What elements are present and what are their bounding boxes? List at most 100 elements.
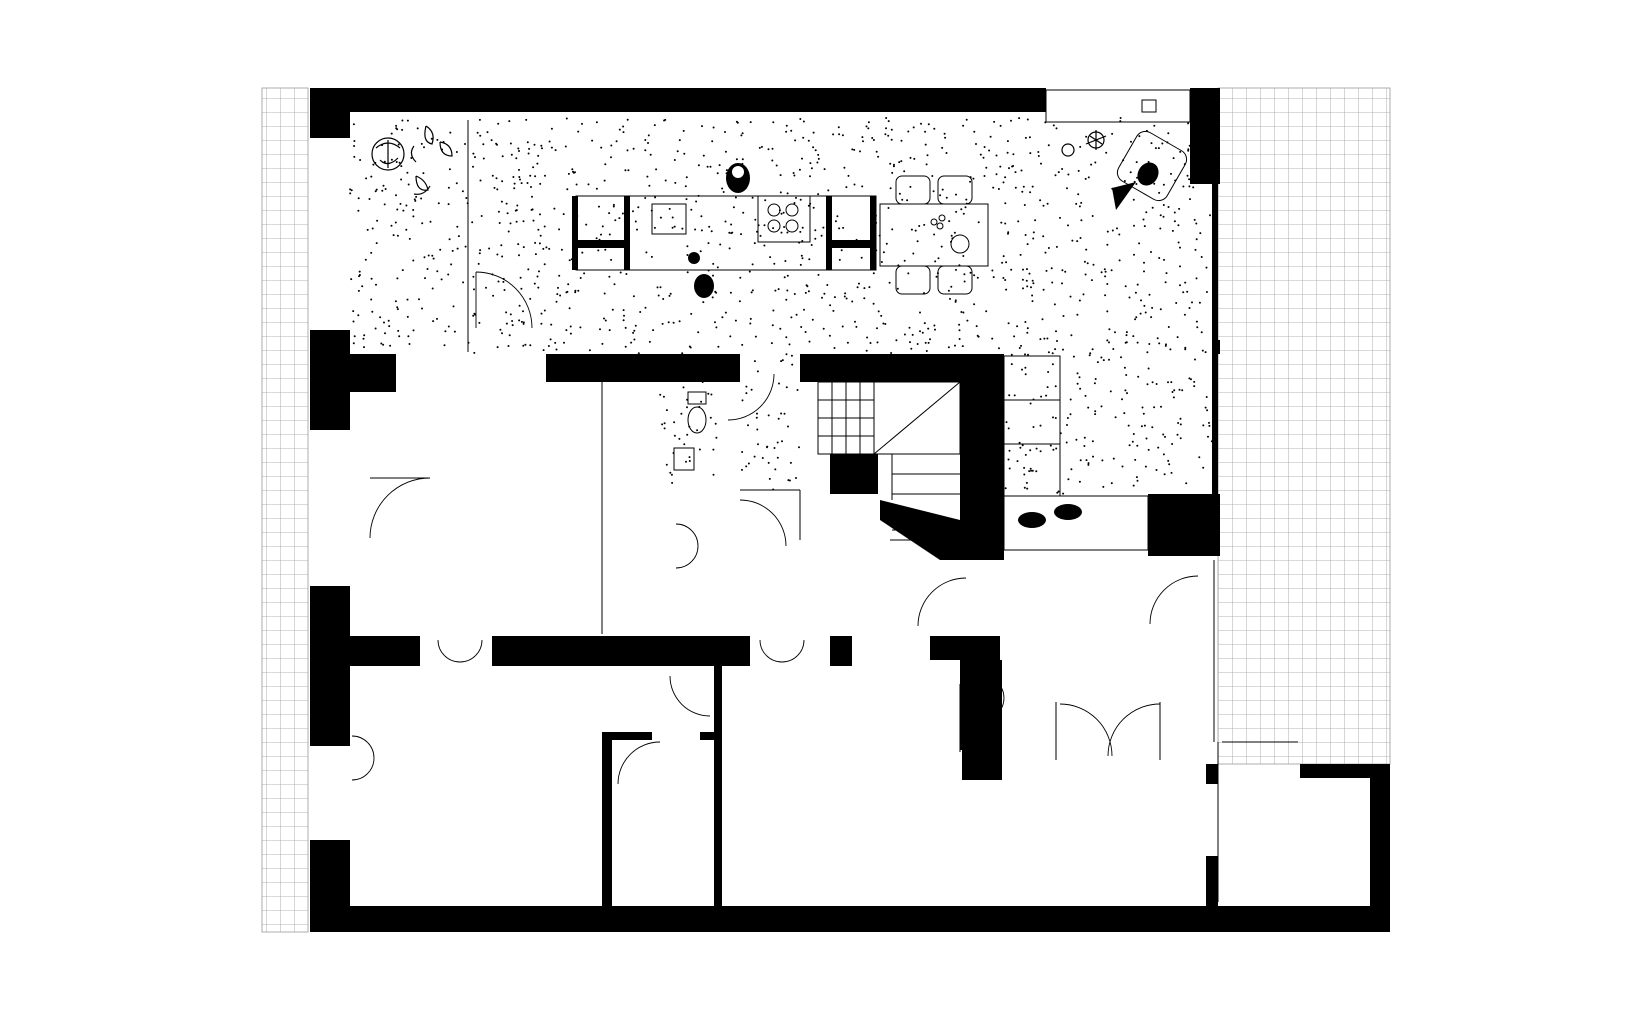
stipple-dot bbox=[1061, 269, 1064, 272]
stipple-dot bbox=[500, 244, 503, 247]
stipple-dot bbox=[890, 138, 893, 141]
stipple-dot bbox=[960, 311, 963, 313]
stipple-dot bbox=[517, 147, 520, 150]
stipple-dot bbox=[496, 346, 499, 349]
stipple-dot bbox=[1026, 285, 1029, 288]
stipple-dot bbox=[1040, 162, 1042, 165]
stipple-dot bbox=[673, 434, 676, 437]
stipple-dot bbox=[526, 141, 529, 144]
stipple-dot bbox=[559, 294, 562, 297]
stipple-dot bbox=[889, 187, 892, 190]
stipple-dot bbox=[627, 169, 630, 172]
stipple-dot bbox=[431, 254, 434, 257]
stipple-dot bbox=[907, 272, 910, 275]
stipple-dot bbox=[1026, 327, 1029, 330]
stipple-dot bbox=[1045, 269, 1048, 272]
stipple-dot bbox=[1007, 322, 1010, 325]
stipple-dot bbox=[1061, 282, 1063, 285]
stipple-dot bbox=[769, 256, 772, 259]
stipple-dot bbox=[1135, 161, 1138, 164]
stipple-dot bbox=[648, 340, 651, 343]
stipple-dot bbox=[1008, 467, 1011, 470]
stipple-dot bbox=[357, 197, 360, 200]
stipple-dot bbox=[395, 161, 398, 163]
stipple-dot bbox=[686, 245, 689, 248]
stipple-dot bbox=[558, 228, 561, 231]
stipple-dot bbox=[1084, 394, 1087, 397]
stipple-dot bbox=[1078, 376, 1081, 379]
stipple-dot bbox=[865, 349, 868, 352]
stipple-dot bbox=[1136, 283, 1139, 286]
stipple-dot bbox=[448, 238, 451, 241]
stipple-dot bbox=[657, 294, 660, 297]
stipple-dot bbox=[608, 233, 611, 236]
stipple-dot bbox=[690, 312, 693, 315]
stipple-dot bbox=[976, 334, 979, 337]
stipple-dot bbox=[965, 198, 968, 201]
stipple-dot bbox=[405, 204, 408, 207]
stipple-dot bbox=[647, 134, 650, 137]
stipple-dot bbox=[610, 156, 612, 159]
stipple-dot bbox=[985, 166, 988, 169]
stipple-dot bbox=[1208, 421, 1210, 424]
stipple-dot bbox=[1198, 301, 1201, 304]
stipple-dot bbox=[741, 451, 744, 453]
stipple-dot bbox=[1041, 318, 1044, 321]
stipple-dot bbox=[1067, 224, 1069, 227]
stipple-dot bbox=[724, 220, 727, 223]
stipple-dot bbox=[1190, 378, 1192, 381]
stipple-dot bbox=[1124, 285, 1127, 288]
stipple-dot bbox=[595, 121, 598, 124]
stipple-dot bbox=[700, 215, 703, 218]
stipple-dot bbox=[522, 321, 525, 324]
stipple-dot bbox=[933, 324, 936, 327]
stipple-dot bbox=[526, 182, 529, 184]
stipple-dot bbox=[383, 203, 386, 206]
stipple-dot bbox=[639, 311, 642, 313]
stipple-dot bbox=[774, 289, 777, 292]
stipple-dot bbox=[1019, 446, 1022, 449]
stipple-dot bbox=[513, 187, 516, 190]
stipple-dot bbox=[1201, 349, 1204, 352]
stipple-dot bbox=[1145, 211, 1148, 214]
stipple-dot bbox=[405, 228, 408, 231]
stipple-dot bbox=[547, 345, 550, 347]
stipple-dot bbox=[532, 219, 535, 222]
stipple-dot bbox=[402, 209, 405, 212]
stipple-dot bbox=[669, 292, 672, 295]
stipple-dot bbox=[880, 261, 883, 263]
stipple-dot bbox=[538, 270, 540, 273]
stipple-dot bbox=[832, 133, 835, 136]
stipple-dot bbox=[501, 155, 504, 158]
stipple-dot bbox=[474, 156, 476, 159]
stipple-dot bbox=[540, 312, 543, 315]
stipple-dot bbox=[1053, 303, 1056, 306]
stipple-dot bbox=[1208, 424, 1211, 427]
stipple-dot bbox=[1007, 427, 1010, 430]
stipple-dot bbox=[375, 188, 378, 191]
stipple-dot bbox=[653, 226, 656, 229]
stipple-dot bbox=[681, 227, 684, 230]
stipple-dot bbox=[1137, 375, 1140, 378]
stipple-dot bbox=[697, 331, 700, 334]
stipple-dot bbox=[472, 275, 475, 278]
stipple-dot bbox=[527, 268, 530, 271]
stipple-dot bbox=[456, 247, 459, 250]
stipple-dot bbox=[1112, 348, 1115, 350]
stipple-dot bbox=[777, 417, 780, 420]
stipple-dot bbox=[817, 193, 820, 196]
stipple-dot bbox=[784, 260, 787, 262]
stipple-dot bbox=[1028, 470, 1031, 473]
stipple-dot bbox=[786, 231, 789, 234]
stipple-dot bbox=[1162, 204, 1165, 206]
stipple-dot bbox=[1017, 220, 1020, 223]
stipple-dot bbox=[890, 352, 893, 354]
stipple-dot bbox=[1167, 381, 1169, 384]
stipple-dot bbox=[717, 345, 720, 348]
stipple-dot bbox=[1069, 398, 1072, 401]
stipple-dot bbox=[1189, 198, 1191, 201]
stipple-dot bbox=[991, 337, 994, 340]
stipple-dot bbox=[511, 320, 514, 322]
stipple-dot bbox=[947, 289, 950, 292]
stipple-dot bbox=[730, 223, 733, 226]
